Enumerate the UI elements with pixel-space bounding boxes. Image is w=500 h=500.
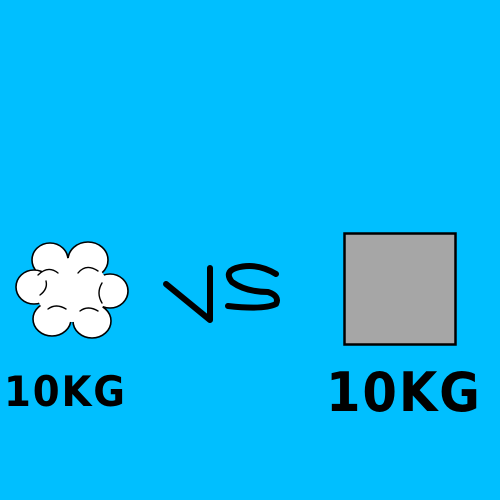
left-weight-label: 10KG	[4, 367, 127, 416]
cotton-ball-icon	[15, 241, 129, 339]
versus-mark: VS	[163, 263, 280, 323]
block-icon	[343, 232, 457, 346]
right-weight-label: 10KG	[326, 361, 482, 424]
